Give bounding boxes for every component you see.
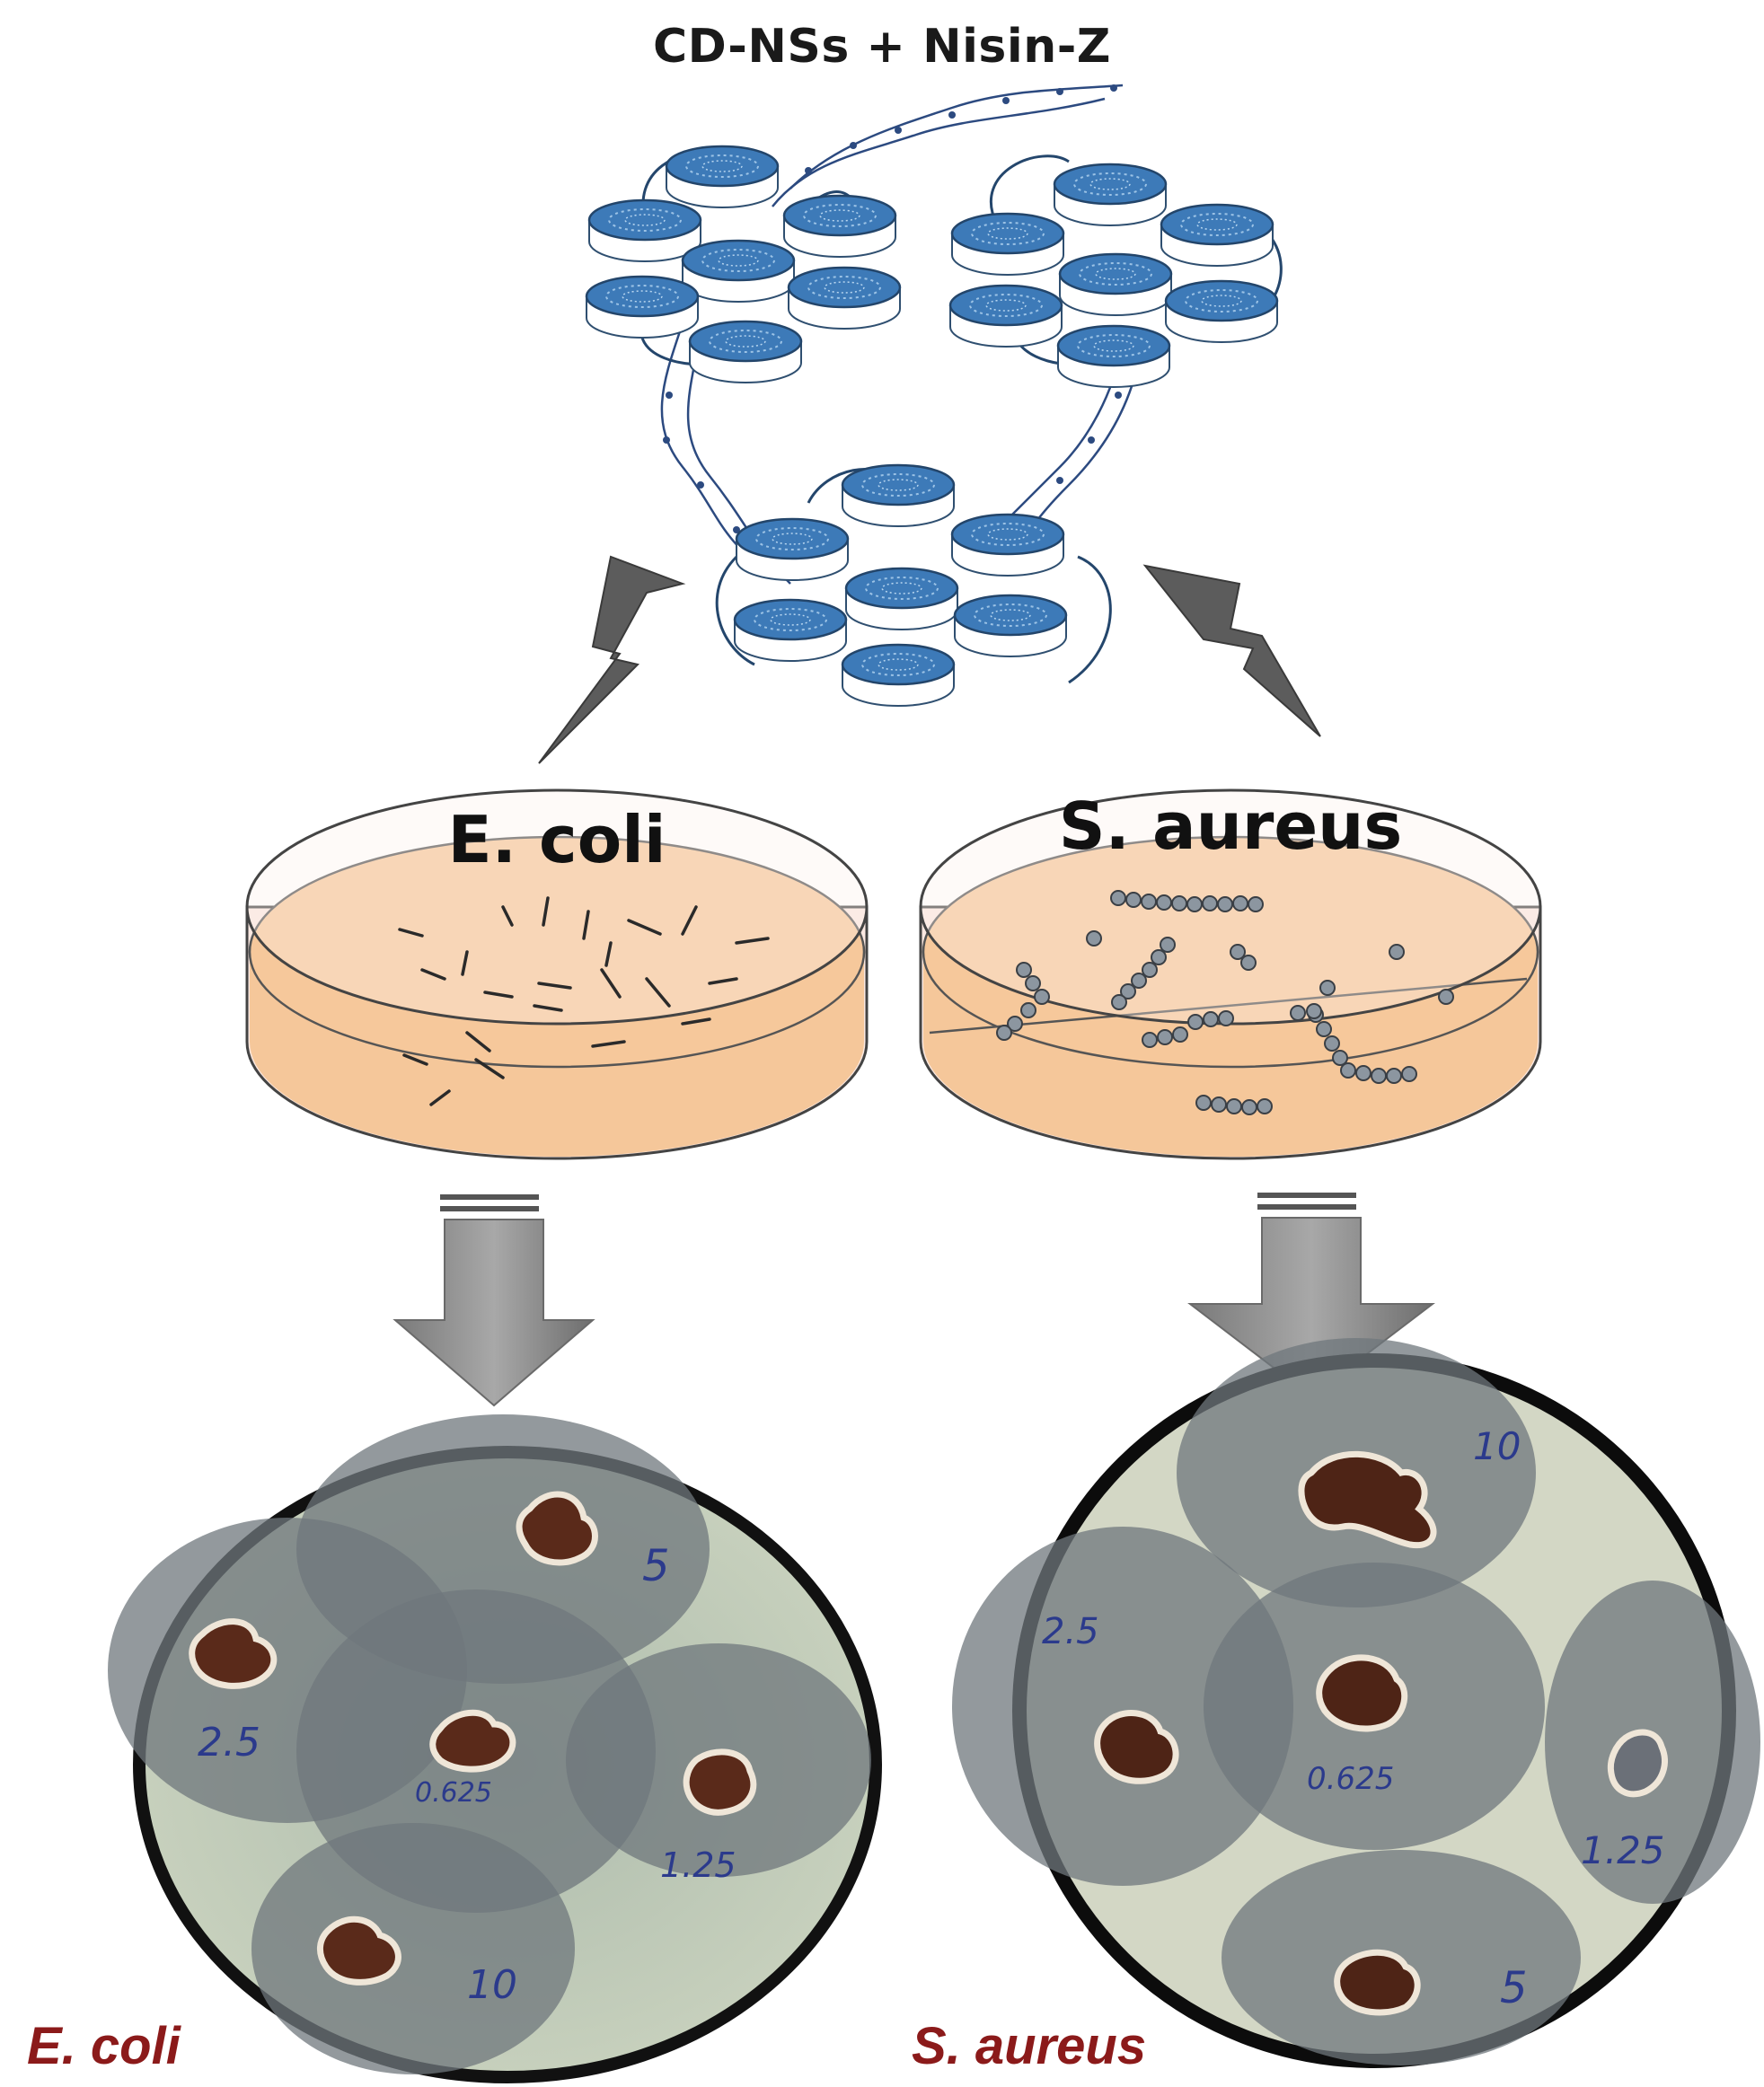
- well-label: 10: [467, 1962, 517, 2008]
- well-label: 2.5: [1042, 1611, 1099, 1652]
- dish-label-saureus: S. aureus: [1058, 788, 1403, 864]
- well-label: 5: [1500, 1963, 1528, 2013]
- cd-nanosponge-complex: [585, 84, 1283, 708]
- lightning-bolt-right-icon: [1142, 564, 1321, 737]
- lightning-bolt-left-icon: [538, 555, 686, 764]
- dish-label-ecoli: E. coli: [447, 802, 666, 877]
- agar-plate-ecoli: 5 2.5 0.625 1.25 10: [108, 1414, 882, 2083]
- well-labels: 10 2.5 0.625 1.25 5: [1042, 1424, 1665, 2013]
- cd-cluster-left: [585, 145, 902, 384]
- plate-caption-saureus: S. aureus: [912, 2017, 1147, 2075]
- wells: [1094, 1450, 1668, 2016]
- petri-dish-saureus: [919, 788, 1542, 1160]
- well-label: 1.25: [660, 1845, 736, 1885]
- rod-bacteria: [398, 896, 770, 1106]
- well-label: 5: [642, 1541, 670, 1591]
- well-label: 10: [1473, 1424, 1521, 1468]
- complex-title: CD-NSs + Nisin-Z: [653, 20, 1111, 74]
- down-arrow-left-icon: [392, 1194, 595, 1407]
- nisin-strand-atoms: [663, 84, 1122, 533]
- plate-caption-ecoli: E. coli: [27, 2017, 181, 2075]
- cd-cluster-bottom: [733, 463, 1068, 708]
- well-label: 1.25: [1581, 1828, 1665, 1872]
- agar-plate-saureus: 10 2.5 0.625 1.25 5: [952, 1338, 1760, 2068]
- well-label: 0.625: [415, 1777, 492, 1809]
- well-labels: 5 2.5 0.625 1.25 10: [198, 1541, 736, 2008]
- well-label: 2.5: [198, 1720, 260, 1766]
- cocci-bacteria: [996, 890, 1454, 1115]
- petri-dish-ecoli: [245, 788, 869, 1160]
- wells: [189, 1491, 757, 1986]
- inhibition-zones: [952, 1338, 1760, 2065]
- well-label: 0.625: [1307, 1761, 1394, 1797]
- cd-cluster-right: [948, 163, 1279, 389]
